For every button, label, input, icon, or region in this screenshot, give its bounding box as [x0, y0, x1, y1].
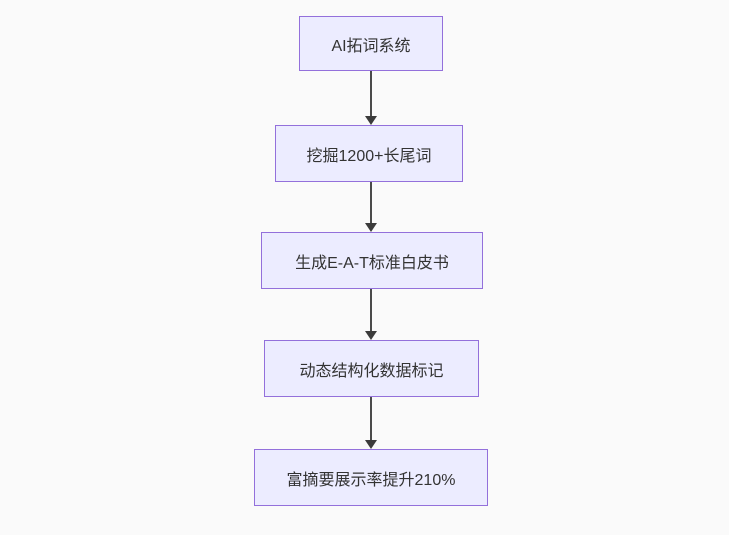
arrow-line: [370, 182, 372, 223]
flow-node-label: 挖掘1200+长尾词: [306, 147, 432, 165]
flow-node-generate-eat-whitepaper: 生成E-A-T标准白皮书: [261, 232, 483, 289]
flow-node-dynamic-structured-data-markup: 动态结构化数据标记: [264, 340, 479, 397]
arrow-line: [370, 71, 372, 116]
flow-arrow-3: [365, 289, 377, 340]
arrowhead-down-icon: [365, 440, 377, 449]
flow-arrow-4: [365, 397, 377, 449]
arrow-line: [370, 397, 372, 440]
flow-node-ai-word-expansion-system: AI拓词系统: [299, 16, 443, 71]
arrowhead-down-icon: [365, 331, 377, 340]
flow-node-label: 动态结构化数据标记: [299, 362, 444, 380]
arrowhead-down-icon: [365, 116, 377, 125]
arrow-line: [370, 289, 372, 331]
flow-node-rich-snippet-rate-increase: 富摘要展示率提升210%: [254, 449, 488, 506]
flow-node-label: 富摘要展示率提升210%: [286, 471, 456, 489]
flow-arrow-2: [365, 182, 377, 232]
arrowhead-down-icon: [365, 223, 377, 232]
flow-node-label: AI拓词系统: [331, 37, 411, 55]
flow-arrow-1: [365, 71, 377, 125]
flow-node-label: 生成E-A-T标准白皮书: [295, 254, 449, 272]
flow-node-mine-longtail-keywords: 挖掘1200+长尾词: [275, 125, 463, 182]
